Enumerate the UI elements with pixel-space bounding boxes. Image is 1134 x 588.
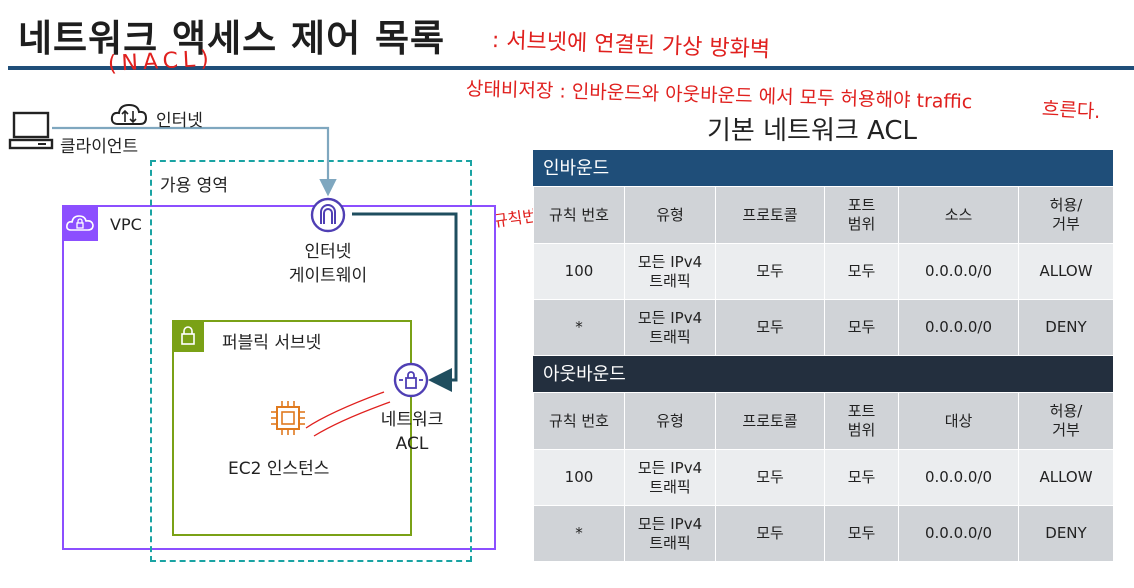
page-title: 네트워크 액세스 제어 목록 — [18, 17, 446, 60]
internet-gateway-icon — [310, 197, 346, 237]
vpc-cloud-icon — [62, 205, 98, 241]
lock-icon — [172, 320, 204, 352]
availability-zone-label: 가용 영역 — [160, 176, 228, 196]
outbound-cell: DENY — [1018, 505, 1114, 562]
outbound-column-header: 프로토콜 — [715, 392, 825, 450]
internet-gateway-label-line1: 인터넷 — [304, 242, 352, 262]
inbound-cell: 100 — [533, 243, 625, 300]
outbound-cell: * — [533, 505, 625, 562]
title-divider — [8, 66, 1134, 70]
internet-gateway-label-line2: 게이트웨이 — [288, 266, 368, 286]
outbound-cell: 0.0.0.0/0 — [898, 505, 1019, 562]
inbound-section-header: 인바운드 — [533, 150, 1113, 186]
outbound-column-header: 허용/거부 — [1018, 392, 1114, 450]
outbound-cell: 모두 — [715, 449, 825, 506]
outbound-section-header: 아웃바운드 — [533, 356, 1113, 392]
network-acl-label: 네트워크 ACL — [362, 408, 462, 456]
inbound-cell: DENY — [1018, 299, 1114, 356]
inbound-cell: 0.0.0.0/0 — [898, 299, 1019, 356]
internet-label: 인터넷 — [156, 111, 203, 131]
inbound-column-header: 유형 — [624, 186, 716, 244]
inbound-cell: 모두 — [824, 299, 899, 356]
inbound-cell: 모두 — [715, 243, 825, 300]
public-subnet-label: 퍼블릭 서브넷 — [222, 333, 322, 353]
outbound-column-header: 유형 — [624, 392, 716, 450]
outbound-cell: 모두 — [715, 505, 825, 562]
outbound-cell: 모두 — [824, 505, 899, 562]
inbound-column-header: 규칙 번호 — [533, 186, 625, 244]
inbound-cell: * — [533, 299, 625, 356]
inbound-cell: ALLOW — [1018, 243, 1114, 300]
inbound-column-header: 허용/거부 — [1018, 186, 1114, 244]
outbound-cell: 0.0.0.0/0 — [898, 449, 1019, 506]
internet-gateway-label: 인터넷 게이트웨이 — [272, 240, 384, 288]
outbound-cell: 모두 — [824, 449, 899, 506]
availability-zone-boundary — [150, 160, 472, 562]
public-subnet-boundary — [172, 320, 412, 536]
outbound-column-header: 규칙 번호 — [533, 392, 625, 450]
vpc-boundary — [62, 205, 496, 550]
outbound-column-header: 대상 — [898, 392, 1019, 450]
client-label: 클라이언트 — [60, 137, 139, 157]
network-acl-icon — [393, 362, 429, 402]
ec2-label: EC2 인스턴스 — [228, 459, 330, 479]
ec2-chip-icon — [268, 398, 308, 442]
inbound-cell: 모두 — [715, 299, 825, 356]
inbound-column-header: 프로토콜 — [715, 186, 825, 244]
inbound-cell: 0.0.0.0/0 — [898, 243, 1019, 300]
default-nacl-title: 기본 네트워크 ACL — [707, 116, 918, 146]
network-acl-label-line2: ACL — [395, 434, 429, 454]
inbound-column-header: 소스 — [898, 186, 1019, 244]
outbound-cell: 100 — [533, 449, 625, 506]
network-acl-label-line1: 네트워크 — [380, 410, 444, 430]
laptop-icon — [8, 110, 54, 156]
vpc-label: VPC — [110, 215, 142, 234]
inbound-cell: 모두 — [824, 243, 899, 300]
outbound-cell: ALLOW — [1018, 449, 1114, 506]
cloud-icon — [108, 100, 150, 134]
